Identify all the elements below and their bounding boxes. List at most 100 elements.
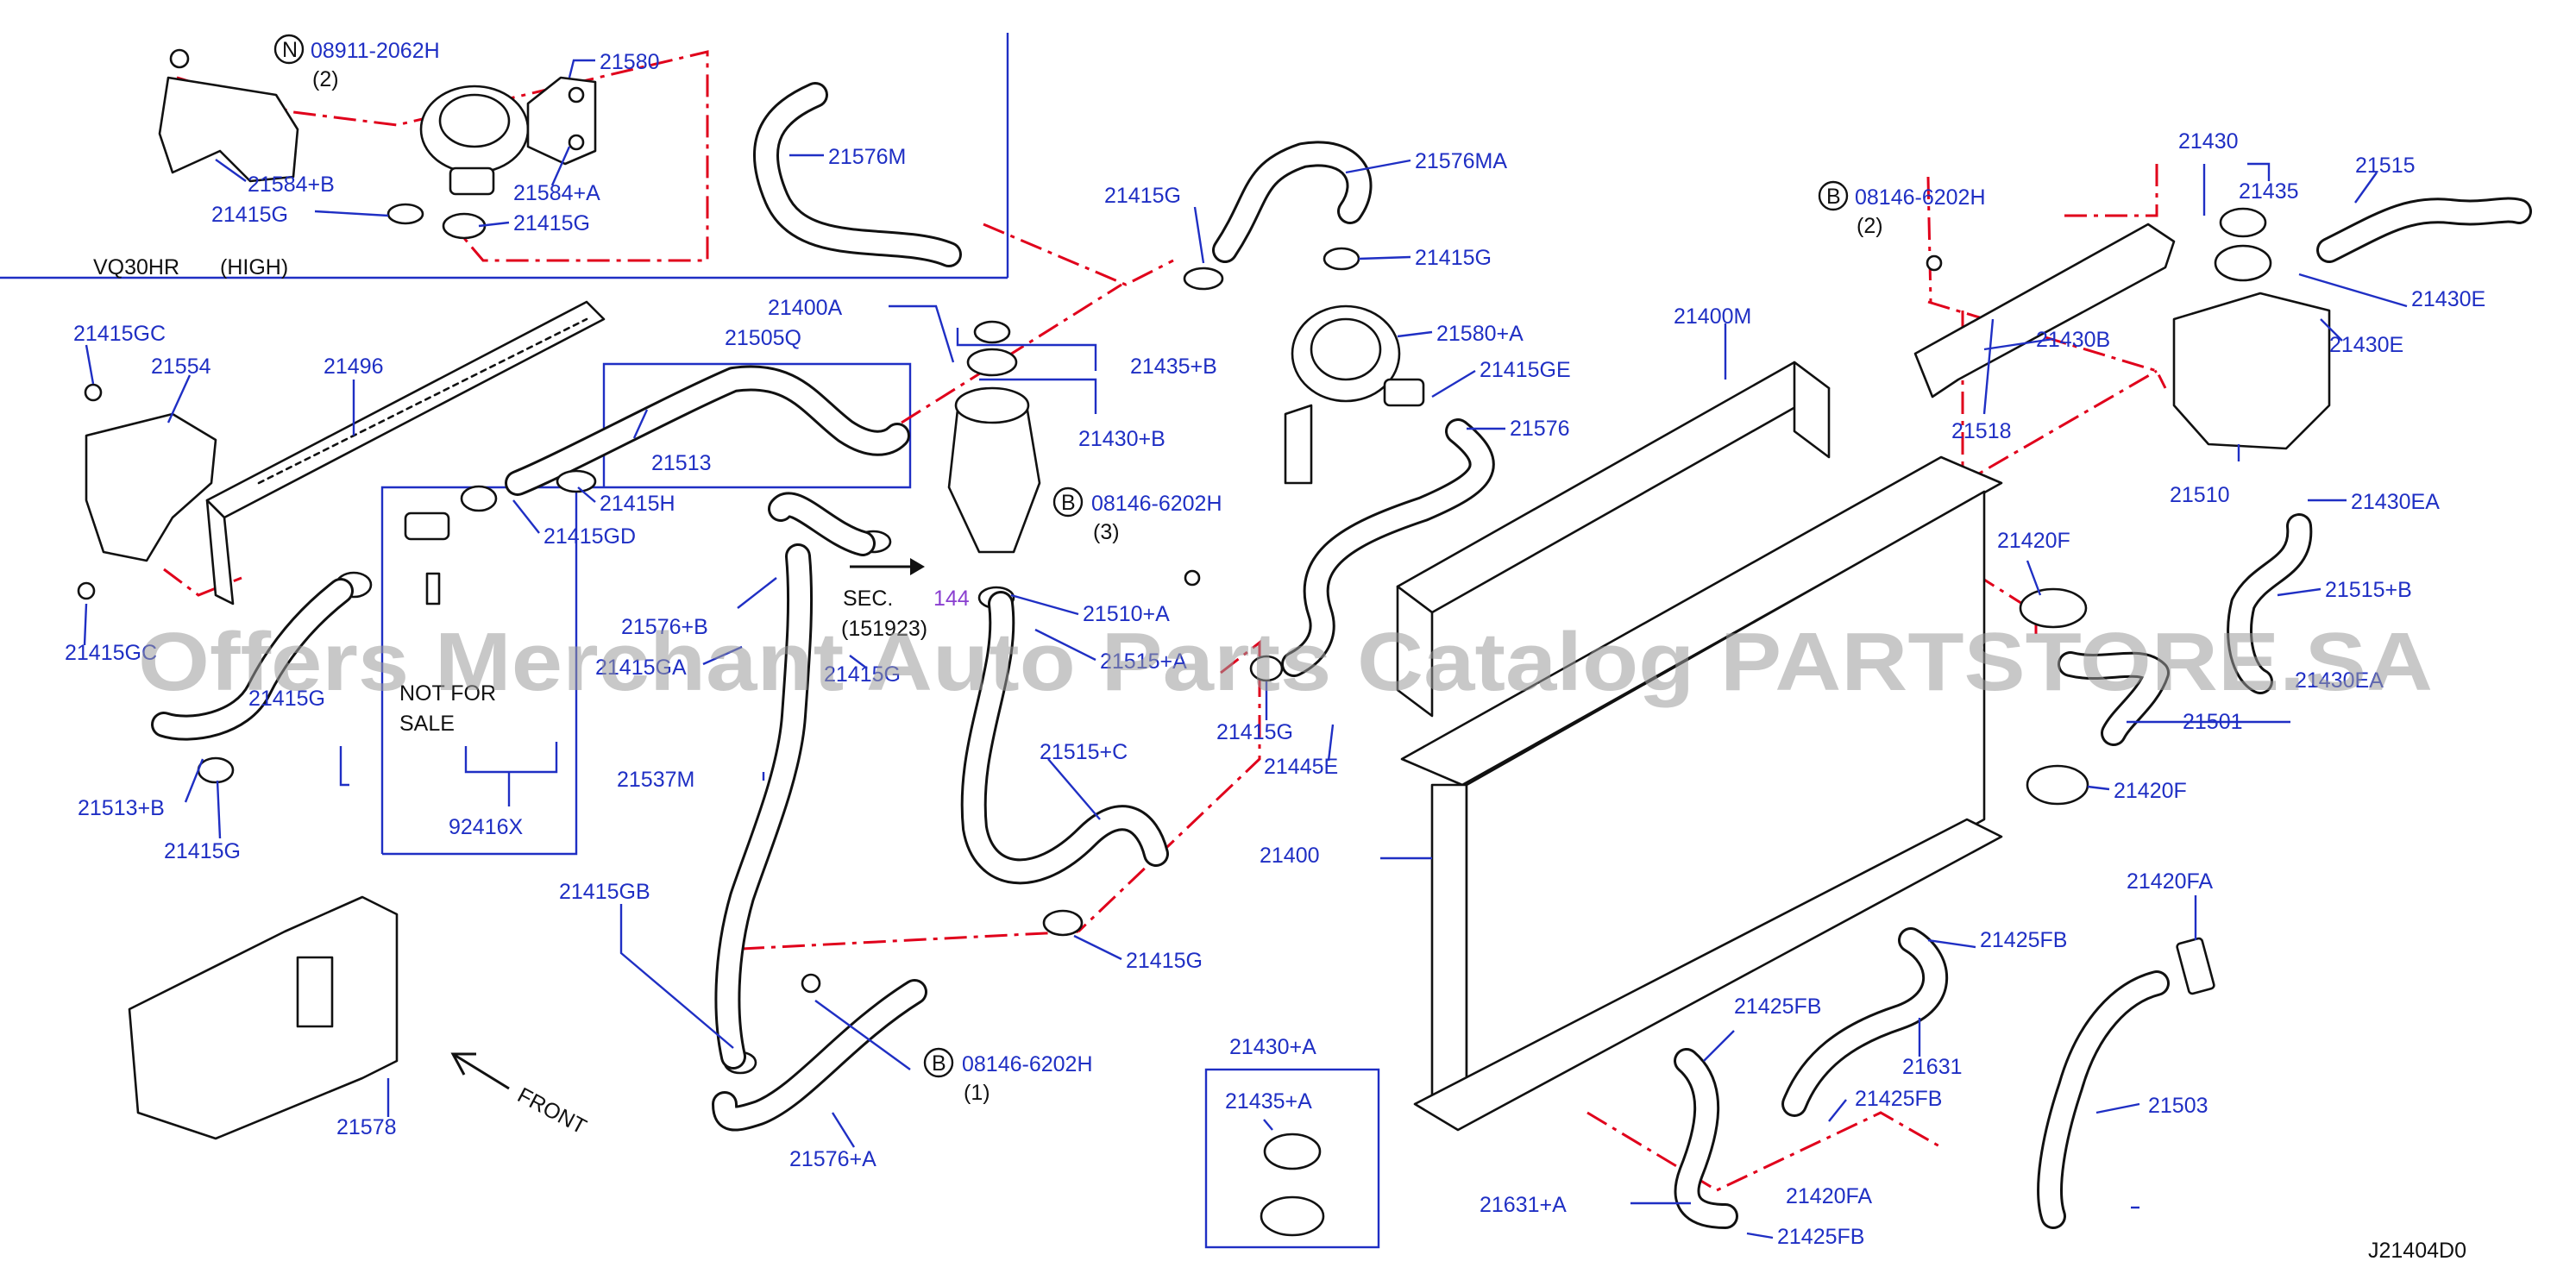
label-21420f-a: 21420F: [1997, 529, 2070, 553]
callout-symbol-b3: B 08146-6202H (1): [923, 1047, 1093, 1105]
bolt-part-n: 08911-2062H: [311, 39, 440, 63]
bracket-21518: [1913, 223, 2176, 398]
label-21554: 21554: [151, 355, 211, 379]
not-for-sale-note: NOT FOR SALE: [399, 681, 496, 736]
label-21400m: 21400M: [1674, 304, 1751, 329]
hose-21513b: [151, 578, 354, 741]
label-21578: 21578: [336, 1115, 397, 1139]
label-21430ea-b: 21430EA: [2295, 668, 2384, 693]
engine-variant-note: (HIGH): [220, 255, 288, 279]
label-21510: 21510: [2170, 483, 2230, 507]
label-21415gd: 21415GD: [543, 524, 636, 549]
hose-21501: [2019, 587, 2170, 806]
label-21513: 21513: [651, 451, 712, 475]
watermark-text: Offers Merchant Auto Parts Catalog PARTS…: [138, 616, 2433, 708]
label-21420fa-a: 21420FA: [1786, 1184, 1872, 1208]
section-reference: SEC. 144 (151923): [841, 587, 970, 641]
label-21425fb-a: 21425FB: [1980, 928, 2067, 952]
pipe-21537m: [714, 543, 814, 1070]
label-21420f-b: 21420F: [2114, 779, 2187, 803]
label-21580: 21580: [600, 50, 660, 74]
label-21505q: 21505Q: [725, 326, 801, 350]
bolt-icons: [77, 48, 1943, 994]
label-21415g-f: 21415G: [248, 687, 325, 711]
svg-text:B: B: [1826, 185, 1841, 209]
radiator-21400: [1400, 455, 2003, 1132]
sec-ref-line1: SEC.: [843, 587, 893, 611]
hose-21576m: [753, 82, 962, 267]
bolt-qty-n: (2): [312, 67, 339, 91]
label-21430a: 21430+A: [1229, 1035, 1316, 1059]
hose-21631a: [1674, 1048, 1738, 1229]
label-21415g-h: 21415G: [43, 643, 120, 668]
label-21496: 21496: [324, 355, 384, 379]
hose-21576: [1281, 418, 1495, 677]
label-21415g-b: 21415G: [513, 211, 590, 235]
bolt-qty-b2: (3): [1093, 520, 1120, 544]
cap-21430a: [1260, 1133, 1325, 1237]
label-21430b: 21430B: [2036, 328, 2110, 352]
section-arrow-icon: [850, 558, 925, 575]
front-arrow-icon: [450, 1052, 510, 1090]
label-21513b: 21513+B: [78, 796, 165, 820]
label-21435a: 21435+A: [1225, 1089, 1312, 1114]
label-21631: 21631: [1902, 1055, 1963, 1079]
label-21445e: 21445E: [1264, 755, 1338, 779]
label-21400: 21400: [1260, 844, 1320, 868]
label-21576m: 21576M: [828, 145, 906, 169]
label-21415g-c: 21415G: [1104, 184, 1181, 208]
label-21576b: 21576+B: [621, 615, 708, 639]
label-21415ge: 21415GE: [1480, 358, 1571, 382]
label-21501: 21501: [2183, 710, 2243, 734]
not-for-sale-line2: SALE: [399, 712, 455, 736]
sec-ref-number: 144: [933, 587, 970, 611]
hose-21631: [1781, 927, 1949, 1117]
label-21430e-a: 21430E: [2411, 287, 2485, 311]
label-21415gb: 21415GB: [559, 880, 650, 904]
label-21415gc: 21415GC: [73, 322, 166, 346]
part-labels: 21580 21584+B 21584+A 21415G 21415G 2157…: [43, 50, 2485, 1249]
callout-symbol-n: N 08911-2062H (2): [273, 34, 440, 91]
hose-group-bracket: [380, 362, 912, 856]
label-21510a: 21510+A: [1083, 602, 1170, 626]
bolt-qty-b3: (1): [964, 1081, 990, 1105]
label-21435: 21435: [2239, 179, 2299, 204]
label-21430ea: 21430EA: [2351, 490, 2440, 514]
label-21425fb-b: 21425FB: [1734, 995, 1821, 1019]
label-21415gc-b: 21415GC: [65, 641, 157, 665]
reservoir-tank-21510: [2172, 207, 2331, 450]
label-21518: 21518: [1951, 419, 2012, 443]
fittings-21415h-21415gd: [404, 469, 597, 605]
label-21425fb-d: 21425FB: [1777, 1225, 1864, 1249]
hose-21503: [2037, 937, 2215, 1229]
hose-21515c: [960, 591, 1169, 885]
label-21515b: 21515+B: [2325, 578, 2412, 602]
label-21415g-g: 21415G: [164, 839, 241, 863]
vq30hr-inset-frame: [0, 33, 1009, 279]
label-21503: 21503: [2148, 1094, 2208, 1118]
label-21631a: 21631+A: [1480, 1193, 1567, 1217]
label-21576ma: 21576MA: [1415, 149, 1507, 173]
label-21515: 21515: [2355, 154, 2416, 178]
air-guide-21578: [128, 895, 399, 1140]
label-21425fb-c: 21425FB: [1855, 1087, 1942, 1111]
label-21580a: 21580+A: [1436, 322, 1524, 346]
hose-21576b: [768, 492, 876, 556]
front-label: FRONT: [513, 1083, 590, 1139]
label-21415g-i: 21415G: [1216, 720, 1293, 744]
label-21415h: 21415H: [600, 492, 675, 516]
callout-symbol-b1: B 08146-6202H (2): [1818, 180, 1986, 238]
label-21584b: 21584+B: [248, 173, 335, 197]
electric-water-pump-21580: [419, 76, 597, 196]
bolt-qty-b1: (2): [1857, 214, 1883, 238]
label-21576a: 21576+A: [789, 1147, 876, 1171]
cap-inset-box: [1204, 1068, 1380, 1249]
label-21435b: 21435+B: [1130, 355, 1217, 379]
label-21515c: 21515+C: [1040, 740, 1128, 764]
svg-text:B: B: [932, 1051, 946, 1076]
bolt-part-b3: 08146-6202H: [962, 1052, 1093, 1076]
label-92416x: 92416X: [449, 815, 524, 839]
callout-letter-n: N: [282, 38, 298, 62]
hose-21576ma: [1212, 141, 1373, 263]
